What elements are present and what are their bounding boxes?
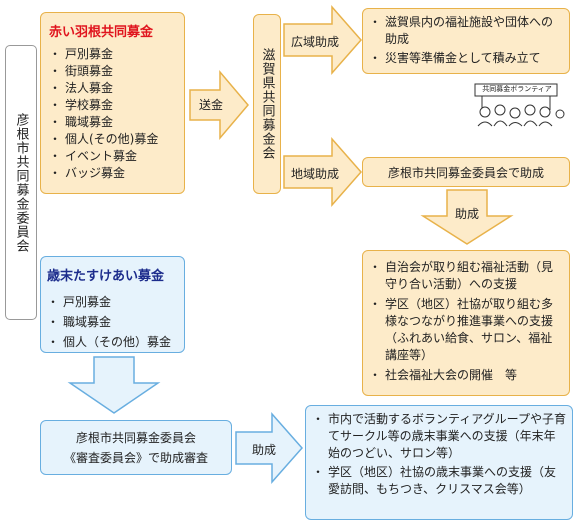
list-item: 自治会が取り組む福祉活動（見守り合い活動）への支援 [369,259,563,293]
review-line1: 彦根市共同募金委員会 [75,431,196,445]
local-area-label: 地域助成 [291,167,340,181]
yearend-uses-box: 市内で活動するボランティアグループや子育てサークル等の歳末事業への支援（年末年始… [305,405,573,520]
grant-arrow-down [420,189,514,245]
list-item: 戸別募金 [49,46,176,63]
red-feather-box: 赤い羽根共同募金 戸別募金 街頭募金 法人募金 学校募金 職域募金 個人(その他… [40,12,185,194]
yearend-box: 歳末たすけあい募金 戸別募金 職域募金 個人（その他）募金 [40,256,185,353]
committee-left-box: 彦根市共同募金委員会 [5,45,37,320]
list-item: 滋賀県内の福祉施設や団体への助成 [369,14,563,48]
list-item: 社会福祉大会の開催 等 [369,367,563,384]
illustration-sign: 共同募金ボランティア [482,85,552,93]
shiga-committee-label: 滋賀県共同募金会 [259,48,275,160]
list-item: 法人募金 [49,80,176,97]
grant-label-1: 助成 [455,207,480,221]
wide-area-box: 滋賀県内の福祉施設や団体への助成 災害等準備金として積み立て [362,8,570,74]
local-uses-box: 自治会が取り組む福祉活動（見守り合い活動）への支援 学区（地区）社協が取り組む多… [362,250,570,396]
yearend-title: 歳末たすけあい募金 [47,269,165,284]
red-feather-list: 戸別募金 街頭募金 法人募金 学校募金 職域募金 個人(その他)募金 イベント募… [49,46,176,182]
shiga-committee-box: 滋賀県共同募金会 [253,14,281,194]
wide-area-arrow [283,5,362,75]
review-line2: 《審査委員会》で助成審査 [63,451,208,465]
list-item: 災害等準備金として積み立て [369,50,563,67]
list-item: バッジ募金 [49,165,176,182]
list-item: 戸別募金 [47,292,178,312]
committee-left-label: 彦根市共同募金委員会 [13,112,29,253]
list-item: 職域募金 [49,114,176,131]
red-feather-title: 赤い羽根共同募金 [49,25,154,40]
yearend-arrow-down [67,356,161,414]
list-item: 個人(その他)募金 [49,131,176,148]
grant-label-2: 助成 [252,443,277,457]
local-target-box: 彦根市共同募金委員会で助成 [362,157,570,187]
list-item: 街頭募金 [49,63,176,80]
list-item: 個人（その他）募金 [47,332,178,352]
send-arrow [189,69,249,141]
list-item: イベント募金 [49,148,176,165]
list-item: 学区（地区）社協の歳末事業への支援（友愛訪問、もちつき、クリスマス会等） [312,464,566,498]
list-item: 市内で活動するボランティアグループや子育てサークル等の歳末事業への支援（年末年始… [312,411,566,462]
local-area-arrow [283,137,362,207]
send-label: 送金 [199,98,224,112]
review-box: 彦根市共同募金委員会 《審査委員会》で助成審査 [40,420,232,475]
list-item: 職域募金 [47,312,178,332]
local-target-label: 彦根市共同募金委員会で助成 [387,165,544,180]
wide-area-label: 広域助成 [291,35,340,49]
list-item: 学区（地区）社協が取り組む多様なつながり推進事業への支援（ふれあい給食、サロン、… [369,296,563,364]
list-item: 学校募金 [49,97,176,114]
grant-arrow-right [235,412,304,484]
volunteer-illustration [474,83,565,127]
